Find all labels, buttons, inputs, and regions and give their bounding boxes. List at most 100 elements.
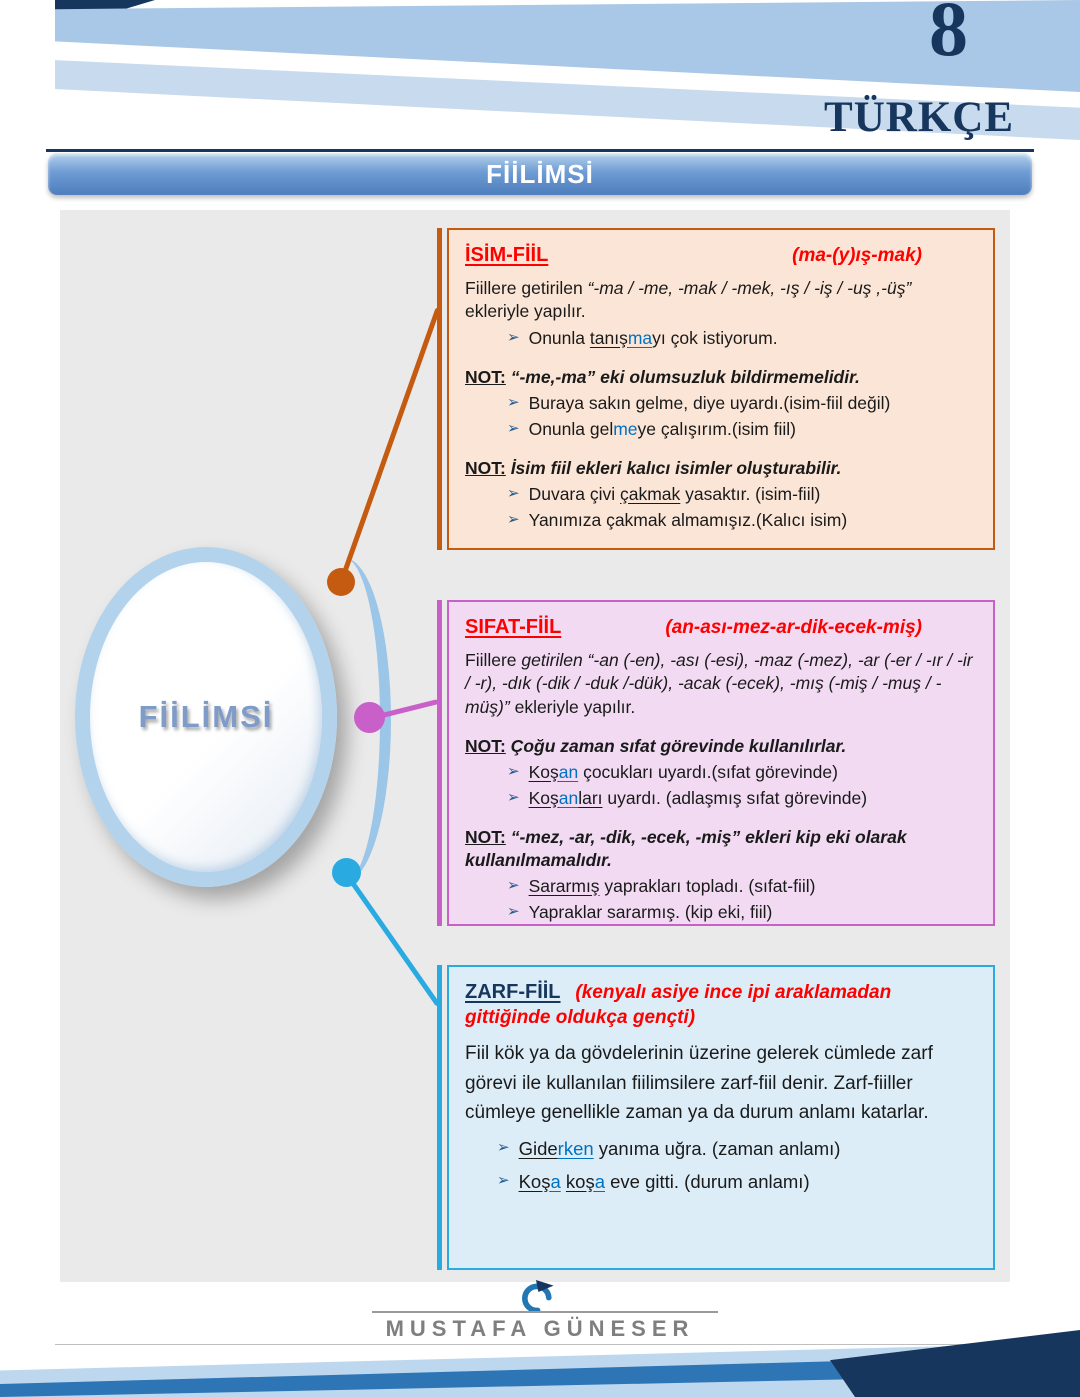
text-segment: İsim fiil ekleri kalıcı isimler oluştura…	[505, 457, 842, 478]
bullet-item: ➢ Yapraklar sararmış. (kip eki, fiil)	[507, 901, 977, 924]
text-segment: ekleriyle yapılır.	[465, 301, 586, 322]
text-segment: an	[558, 761, 579, 782]
box-title: ZARF-FİİL	[465, 981, 561, 1003]
bullet-arrow-icon: ➢	[507, 877, 520, 895]
text-segment: yanıma uğra. (zaman anlamı)	[593, 1137, 841, 1159]
text-segment: Sararmış	[528, 876, 600, 897]
box-title-row: İSİM-FİİL (ma-(y)ış-mak)	[465, 242, 977, 268]
paragraph: Fiil kök ya da gövdelerinin üzerine gele…	[465, 1039, 977, 1127]
text-segment: me	[613, 418, 638, 439]
text-segment: Koş	[528, 761, 559, 782]
bullet-item: ➢ Koşa koşa eve gitti. (durum anlamı)	[497, 1170, 977, 1194]
text-segment: NOT:	[465, 366, 506, 387]
bullet-arrow-icon: ➢	[497, 1138, 510, 1156]
text-segment: Onunla	[528, 327, 590, 348]
bullet-arrow-icon: ➢	[507, 328, 520, 346]
connector-dot-isim-fiil	[327, 568, 355, 596]
sifat-fiil-box: SIFAT-FİİL (an-ası-mez-ar-dik-ecek-miş) …	[437, 600, 995, 926]
bullet-text: Koşan çocukları uyardı.(sıfat görevinde)	[529, 761, 838, 784]
text-segment: ye çalışırım.(isim fiil)	[637, 418, 797, 439]
text-segment: ma	[627, 327, 653, 348]
bullet-item: ➢ Onunla tanışmayı çok istiyorum.	[507, 327, 977, 350]
text-segment: “-me,-ma” eki olumsuzluk bildirmemelidir…	[505, 366, 860, 387]
bullet-text: Buraya sakın gelme, diye uyardı.(isim-fi…	[529, 392, 891, 415]
bullet-arrow-icon: ➢	[507, 788, 520, 806]
text-segment: NOT:	[465, 826, 506, 847]
text-segment: koş	[565, 1171, 595, 1193]
note-line: NOT: İsim fiil ekleri kalıcı isimler olu…	[465, 457, 977, 480]
text-segment: uyardı. (adlaşmış sıfat görevinde)	[602, 787, 868, 808]
bullet-text: Duvara çivi çakmak yasaktır. (isim-fiil)	[529, 483, 821, 506]
text-segment: Gide	[518, 1137, 558, 1159]
bullet-text: Giderken yanıma uğra. (zaman anlamı)	[519, 1137, 841, 1161]
box-title-row: SIFAT-FİİL (an-ası-mez-ar-dik-ecek-miş)	[465, 614, 977, 640]
text-segment: getirilen “-an (-en), -ası (-esi), -maz …	[465, 650, 973, 717]
bullet-item: ➢ Onunla gelmeye çalışırım.(isim fiil)	[507, 418, 977, 441]
text-segment: a	[550, 1171, 561, 1193]
bullet-item: ➢ Duvara çivi çakmak yasaktır. (isim-fiil…	[507, 483, 977, 506]
bullet-item: ➢ Yanımıza çakmak almamışız.(Kalıcı isim)	[507, 509, 977, 532]
note-line: NOT: “-me,-ma” eki olumsuzluk bildirmeme…	[465, 366, 977, 389]
bullet-text: Yapraklar sararmış. (kip eki, fiil)	[529, 901, 773, 924]
text-segment: Yanımıza çakmak almamışız.(Kalıcı isim)	[528, 510, 848, 531]
author-name: MUSTAFA GÜNESER	[385, 1316, 695, 1341]
bullet-arrow-icon: ➢	[507, 903, 520, 921]
text-segment: ekleriyle yapılır.	[509, 696, 636, 717]
text-segment: Buraya sakın gelme, diye uyardı.(isim-fi…	[528, 392, 891, 413]
text-segment: ları	[578, 787, 603, 808]
text-segment: an	[558, 787, 579, 808]
topic-banner-label: FİİLİMSİ	[486, 158, 594, 189]
bullet-text: Koşanları uyardı. (adlaşmış sıfat görevi…	[529, 787, 868, 810]
box-content: Fiil kök ya da gövdelerinin üzerine gele…	[465, 1039, 977, 1194]
bullet-item: ➢ Sararmış yaprakları topladı. (sıfat-fii…	[507, 875, 977, 898]
text-segment: Duvara çivi	[528, 484, 620, 505]
text-segment: Koş	[528, 787, 559, 808]
topic-banner: FİİLİMSİ	[46, 149, 1034, 195]
bullet-arrow-icon: ➢	[497, 1172, 510, 1190]
bullet-text: Yanımıza çakmak almamışız.(Kalıcı isim)	[529, 509, 848, 532]
hub-circle: FİİLİMSİ	[75, 547, 337, 887]
bullet-arrow-icon: ➢	[507, 762, 520, 780]
paragraph: Fiillere getirilen “-ma / -me, -mak / -m…	[465, 277, 977, 323]
bullet-arrow-icon: ➢	[507, 485, 520, 503]
note-line: NOT: Çoğu zaman sıfat görevinde kullanıl…	[465, 735, 977, 758]
text-segment: Fiillere	[465, 650, 522, 671]
subject-title: TÜRKÇE	[824, 94, 1014, 141]
text-segment: Çoğu zaman sıfat görevinde kullanılırlar…	[505, 735, 847, 756]
grade-number: 8	[929, 0, 968, 72]
box-title: İSİM-FİİL	[465, 244, 549, 266]
paragraph: Fiillere getirilen “-an (-en), -ası (-es…	[465, 649, 977, 718]
hub-arc-decoration	[298, 558, 391, 882]
connector-dot-sifat-fiil	[354, 702, 385, 733]
text-segment: yasaktır. (isim-fiil)	[680, 484, 821, 505]
isim-fiil-box: İSİM-FİİL (ma-(y)ış-mak) Fiillere getiri…	[437, 228, 995, 550]
text-segment: Fiillere getirilen	[465, 278, 588, 299]
box-title-row: ZARF-FİİL (kenyalı asiye ince ipi arakla…	[465, 979, 977, 1030]
publisher-swirl-logo-icon	[522, 1280, 554, 1312]
text-segment: “-mez, -ar, -dik, -ecek, -miş” ekleri ki…	[465, 826, 907, 871]
bullet-arrow-icon: ➢	[507, 419, 520, 437]
text-segment: çakmak	[620, 484, 681, 505]
text-segment: tanış	[589, 327, 628, 348]
footer-divider-2	[55, 1344, 1010, 1345]
bullet-text: Onunla gelmeye çalışırım.(isim fiil)	[529, 418, 796, 441]
bullet-arrow-icon: ➢	[507, 511, 520, 529]
text-segment: rken	[557, 1137, 594, 1159]
text-segment: NOT:	[465, 735, 506, 756]
text-segment: NOT:	[465, 457, 506, 478]
bullet-text: Onunla tanışmayı çok istiyorum.	[529, 327, 778, 350]
bullet-item: ➢ Giderken yanıma uğra. (zaman anlamı)	[497, 1137, 977, 1161]
bullet-text: Koşa koşa eve gitti. (durum anlamı)	[519, 1170, 810, 1194]
text-segment: Onunla gel	[528, 418, 614, 439]
bullet-item: ➢ Koşan çocukları uyardı.(sıfat görevinde…	[507, 761, 977, 784]
bullet-arrow-icon: ➢	[507, 393, 520, 411]
text-segment: eve gitti. (durum anlamı)	[605, 1171, 810, 1193]
footer-divider	[372, 1311, 718, 1313]
text-segment: “-ma / -me, -mak / -mek, -ış / -iş / -uş…	[587, 278, 912, 299]
bullet-item: ➢ Buraya sakın gelme, diye uyardı.(isim-f…	[507, 392, 977, 415]
text-segment: Koş	[518, 1171, 551, 1193]
box-title: SIFAT-FİİL	[465, 616, 562, 638]
box-formula: (ma-(y)ış-mak)	[792, 245, 922, 266]
text-segment: yaprakları topladı. (sıfat-fiil)	[599, 876, 816, 897]
